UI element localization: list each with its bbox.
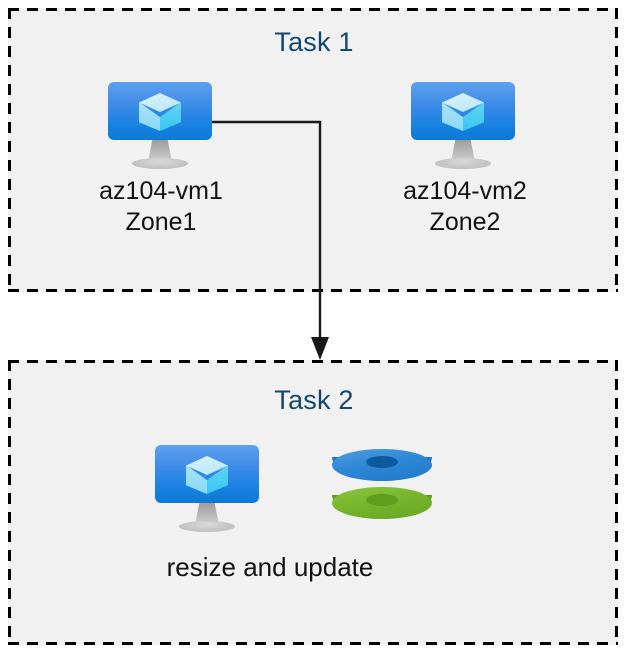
virtual-machine-icon (155, 445, 259, 532)
virtual-machine-icon (108, 82, 212, 169)
task2-border-right (615, 360, 618, 645)
vm1-label: az104-vm1 Zone1 (36, 176, 286, 238)
cube-glyph (186, 456, 228, 494)
monitor-base (179, 521, 235, 532)
vm2-label-line2: Zone2 (429, 208, 501, 236)
disk-green-hole (366, 494, 398, 506)
task1-title: Task 1 (274, 27, 354, 57)
virtual-machine-icon (411, 82, 515, 169)
monitor-screen (411, 82, 515, 140)
cube-glyph (139, 93, 181, 131)
monitor-screen (155, 445, 259, 503)
vm2-label-line1: az104-vm2 (403, 177, 527, 205)
cube-top-face (139, 93, 181, 112)
vm1-label-line2: Zone1 (125, 208, 197, 236)
connector-arrowhead (311, 337, 329, 360)
task2-caption: resize and update (166, 552, 374, 582)
vm2-label: az104-vm2 Zone2 (340, 176, 590, 238)
task2-title: Task 2 (274, 385, 354, 415)
monitor-base (435, 158, 491, 169)
cube-top-face (442, 93, 484, 112)
task2-container (8, 360, 618, 645)
managed-disks-icon (332, 443, 432, 529)
disk-blue (332, 443, 432, 487)
disk-green (332, 481, 432, 525)
monitor-stand (195, 503, 219, 525)
task1-border-top (8, 8, 618, 11)
monitor-stand (451, 140, 475, 162)
task2-border-bottom (8, 642, 618, 645)
task1-border-bottom (8, 289, 618, 292)
task1-border-right (615, 8, 618, 292)
monitor-screen (108, 82, 212, 140)
task2-border-left (8, 360, 11, 645)
cube-glyph (442, 93, 484, 131)
task1-border-left (8, 8, 11, 292)
monitor-base (132, 158, 188, 169)
task2-border-top (8, 360, 618, 363)
vm1-label-line1: az104-vm1 (99, 177, 223, 205)
disk-blue-hole (366, 456, 398, 468)
monitor-stand (148, 140, 172, 162)
cube-top-face (186, 456, 228, 475)
